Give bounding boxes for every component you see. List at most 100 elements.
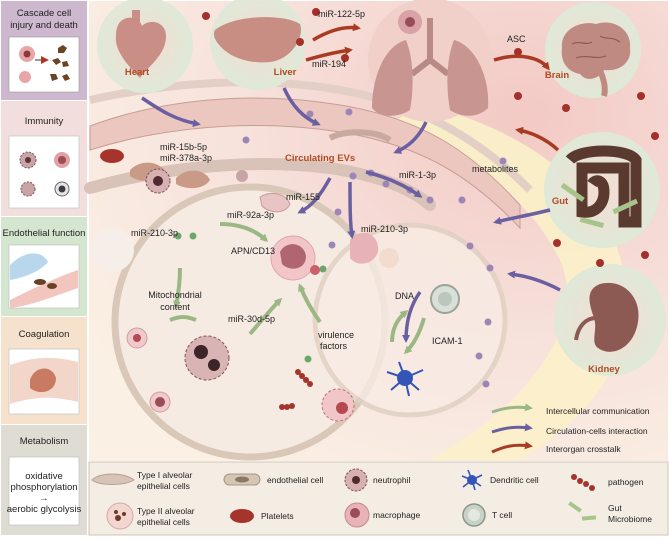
arrow-legend: Intercellular communication Circulation-… (491, 403, 650, 454)
arrow-lung-brain (493, 54, 550, 71)
legend-endothelial-label: endothelial cell (267, 475, 323, 485)
heart-organ: Heart (97, 0, 193, 93)
arrow-liver-lung-1 (312, 23, 361, 42)
legend-tcell-label: T cell (492, 510, 512, 520)
legend-interorgan: Interorgan crosstalk (546, 444, 621, 454)
platelet-cell (100, 149, 124, 163)
label-mir92: miR-92a-3p (227, 210, 274, 220)
green-ev-dots (174, 232, 327, 363)
left-lung-icon (372, 40, 413, 116)
cell-death-thumbnail (8, 36, 80, 93)
legend-arrow-red (491, 441, 533, 454)
liver-icon (213, 17, 301, 63)
dying-cell-icon (19, 71, 31, 83)
sidebar-title-cascade-2: injury and death (10, 20, 78, 31)
arrow-ev-mir155 (297, 177, 332, 214)
legend-platelets-label: Platelets (261, 511, 294, 521)
brain-label: Brain (545, 70, 569, 81)
label-mir194: miR-194 (312, 59, 346, 69)
arrow-virulence (298, 283, 322, 324)
arrow-ev-mir13p (365, 170, 423, 198)
gut-organ: Gut (544, 132, 660, 248)
platelet-cluster-2 (176, 170, 210, 189)
alveolus-small (90, 228, 134, 272)
sidebar-title-endothelial: Endothelial function (3, 228, 86, 239)
arrow-ev-mir210 (347, 181, 356, 239)
arrow-liver-lung-2 (305, 46, 353, 62)
heart-icon (115, 17, 166, 78)
label-apn: APN/CD13 (231, 246, 275, 256)
legend-gut-microbiome: Gut Microbiome (568, 501, 652, 524)
legend-gut-line2: Microbiome (608, 514, 652, 524)
label-virulence-1: virulence (318, 330, 354, 340)
thrombus-icon (30, 368, 56, 393)
label-mito-2: content (160, 302, 190, 312)
metabolism-line-3: → (39, 493, 49, 504)
kidney-icon (589, 282, 639, 352)
arrow-mito-link (169, 315, 197, 322)
legend-type1-line2: epithelial cells (137, 481, 190, 491)
legend-dendritic: Dendritic cell (461, 469, 539, 491)
label-metabolites: metabolites (472, 164, 519, 174)
legend-tcell: T cell (462, 503, 512, 527)
legend-arrow-purple (491, 423, 533, 434)
legend-type2: Type II alveolar epithelial cells (106, 502, 195, 530)
arrow-mito (173, 267, 182, 309)
vessel-thumb-icon (10, 270, 78, 308)
sidebar-title-cascade-1: Cascade cell (17, 8, 71, 19)
label-dna: DNA (395, 291, 414, 301)
alveolus-thumb-icon (10, 253, 48, 280)
legend-circulation: Circulation-cells interaction (546, 426, 648, 436)
gut-label: Gut (552, 196, 569, 207)
metabolism-line-2: phosphorylation (10, 482, 77, 493)
label-asc: ASC (507, 34, 526, 44)
lungs-organ (368, 0, 492, 122)
liver-organ: Liver (210, 0, 306, 90)
arrow-gut-brain (515, 126, 560, 152)
arrow-icam-up (390, 310, 409, 343)
legend-platelets: Platelets (230, 509, 294, 523)
legend-type1-line1: Type I alveolar (137, 470, 192, 480)
right-lung-icon (447, 40, 489, 116)
arrow-heart-vessel (141, 96, 201, 128)
label-mito-1: Mitochondrial (148, 290, 202, 300)
label-mir30: miR-30d-5p (228, 314, 275, 324)
arrow-kidney-vessel (507, 270, 561, 292)
endothelial-cell-top (259, 193, 291, 213)
legend-type2-line2: epithelial cells (137, 517, 190, 527)
legend-macrophage: macrophage (344, 502, 421, 528)
gut-icon (565, 145, 642, 228)
metabolism-line-1: oxidative (25, 471, 63, 482)
label-circulating-evs: Circulating EVs (285, 153, 355, 164)
legend-pathogen: pathogen (571, 474, 644, 491)
legend-dendritic-label: Dendritic cell (490, 475, 539, 485)
heart-label: Heart (125, 67, 150, 78)
alveolus-right (312, 222, 508, 418)
label-mir122: miR-122-5p (318, 9, 365, 19)
sidebar-title-immunity: Immunity (25, 116, 64, 127)
label-mir13p: miR-1-3p (399, 170, 436, 180)
neutrophil-thumb-icon-2 (20, 181, 36, 197)
arrow-dna (402, 290, 422, 343)
legend-endothelial: endothelial cell (223, 473, 323, 486)
pathogen-chain-2 (295, 369, 313, 387)
sidebar: Cascade cell injury and death Immunity E… (1, 1, 87, 535)
arrow-gut-vessel (493, 208, 551, 225)
legend-intercellular: Intercellular communication (546, 406, 650, 416)
circulating-ev-dots (242, 108, 507, 388)
label-mir378: miR-378a-3p (160, 153, 212, 163)
cell-faint (379, 248, 399, 268)
arrow-liver-vessel (282, 87, 321, 126)
label-mir15b: miR-15b-5p (160, 142, 207, 152)
label-virulence-2: factors (320, 341, 348, 351)
legend-gut-line1: Gut (608, 503, 622, 513)
legend-arrow-green (491, 403, 533, 414)
pathogen-chain-1 (279, 403, 295, 410)
label-mir210-right: miR-210-3p (361, 224, 408, 234)
red-dots (202, 8, 659, 267)
immunity-thumbnail (8, 135, 80, 209)
legend-neutrophil-label: neutrophil (373, 475, 410, 485)
arrow-icam-down (403, 317, 426, 355)
cell-right-alveolus (350, 232, 379, 264)
label-icam: ICAM-1 (432, 336, 463, 346)
